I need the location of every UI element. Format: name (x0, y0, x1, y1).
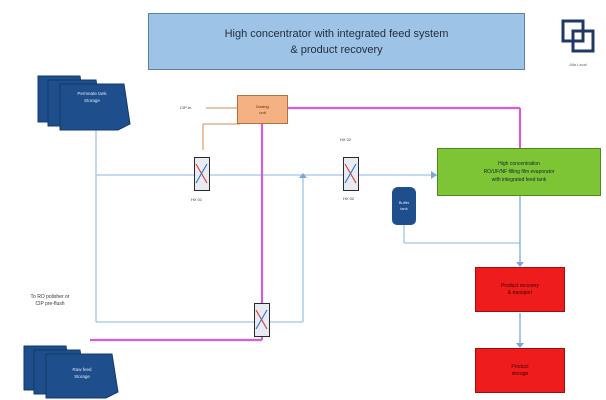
hx1-label: HX 01 (191, 197, 203, 202)
permeate-tank-stack-icon (37, 75, 131, 131)
product-recovery-unit[interactable]: Product recovery & transport (475, 267, 565, 312)
heat-exchanger-2[interactable] (343, 157, 359, 191)
heat-exchanger-3[interactable] (254, 303, 270, 337)
heat-exchanger-icon (344, 163, 357, 184)
diagram-title: High concentrator with integrated feed s… (148, 13, 525, 70)
title-line-1: High concentrator with integrated feed s… (224, 27, 449, 40)
arrow-to-concentrator (431, 171, 437, 179)
permeate-tank-label: Permeate tank Storage (77, 91, 107, 103)
feed-tank-label: Raw feed Storage (72, 367, 92, 379)
buffer-tank[interactable]: Buffer tank (392, 187, 416, 225)
arrow-branch (299, 173, 307, 178)
company-logo-icon (561, 19, 595, 53)
dosing-input-label: CIP-In (180, 105, 192, 110)
feed-tank-stack-icon (23, 345, 119, 399)
side-note: To RO polisher or CIP pre-flush (30, 294, 70, 307)
arrow-to-recovery (516, 262, 524, 267)
heat-exchanger-icon (195, 163, 208, 184)
heat-exchanger-icon (255, 309, 268, 330)
hx2-top-label: HX 02 (340, 137, 352, 142)
logo-caption: Alfa Laval (569, 62, 587, 67)
title-line-2: & product recovery (290, 43, 383, 56)
concentrator-unit[interactable]: High concentration RO/UF/NF filling film… (437, 148, 601, 196)
hx2-label: HX 02 (343, 196, 355, 201)
dosing-unit[interactable]: Dosing unit (237, 95, 288, 124)
heat-exchanger-1[interactable] (194, 157, 210, 191)
arrow-to-storage (516, 343, 524, 348)
product-storage-unit[interactable]: Product storage (475, 348, 565, 393)
